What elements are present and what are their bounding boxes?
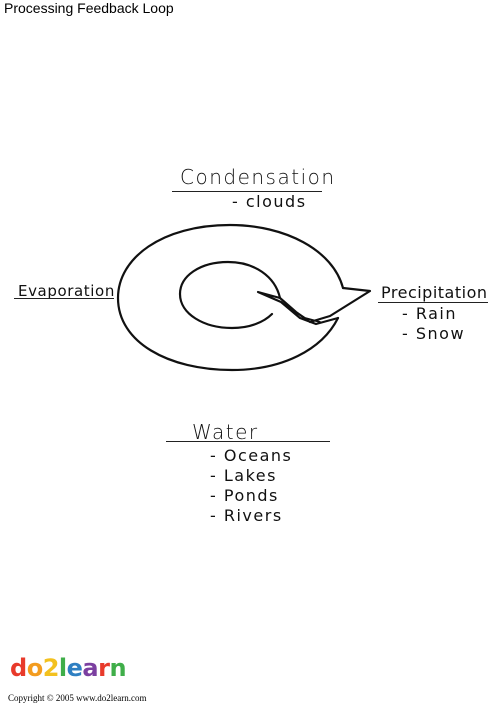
condensation-underline	[172, 191, 322, 192]
logo-letter: l	[58, 654, 67, 682]
logo-letter: n	[109, 654, 127, 682]
logo-letter: a	[82, 654, 99, 682]
condensation-heading: Condensation	[180, 165, 336, 189]
do2learn-logo: do2learn	[10, 654, 127, 682]
logo-letter: e	[66, 654, 83, 682]
condensation-item-clouds: - clouds	[232, 192, 307, 211]
copyright-text: Copyright © 2005 www.do2learn.com	[8, 693, 147, 703]
evaporation-underline	[14, 298, 114, 299]
precipitation-underline	[378, 302, 488, 303]
loop-arrowhead	[256, 286, 372, 326]
water-item-oceans: - Oceans	[210, 446, 293, 465]
arrow-tip-detail	[284, 304, 321, 323]
water-item-ponds: - Ponds	[210, 486, 279, 505]
page-title: Processing Feedback Loop	[4, 0, 174, 16]
logo-letter: o	[26, 654, 44, 682]
water-underline	[166, 441, 330, 442]
logo-letter: r	[98, 654, 110, 682]
logo-letter: d	[10, 654, 27, 682]
loop-outer-edge	[116, 223, 345, 372]
water-heading: Water	[192, 420, 259, 444]
water-item-lakes: - Lakes	[210, 466, 277, 485]
water-item-rivers: - Rivers	[210, 506, 283, 525]
evaporation-heading: Evaporation	[18, 282, 115, 300]
logo-letter: 2	[42, 654, 60, 682]
precipitation-item-snow: - Snow	[402, 324, 466, 343]
precipitation-heading: Precipitation	[381, 283, 488, 302]
precipitation-item-rain: - Rain	[402, 304, 458, 323]
loop-inner-edge	[178, 260, 282, 330]
